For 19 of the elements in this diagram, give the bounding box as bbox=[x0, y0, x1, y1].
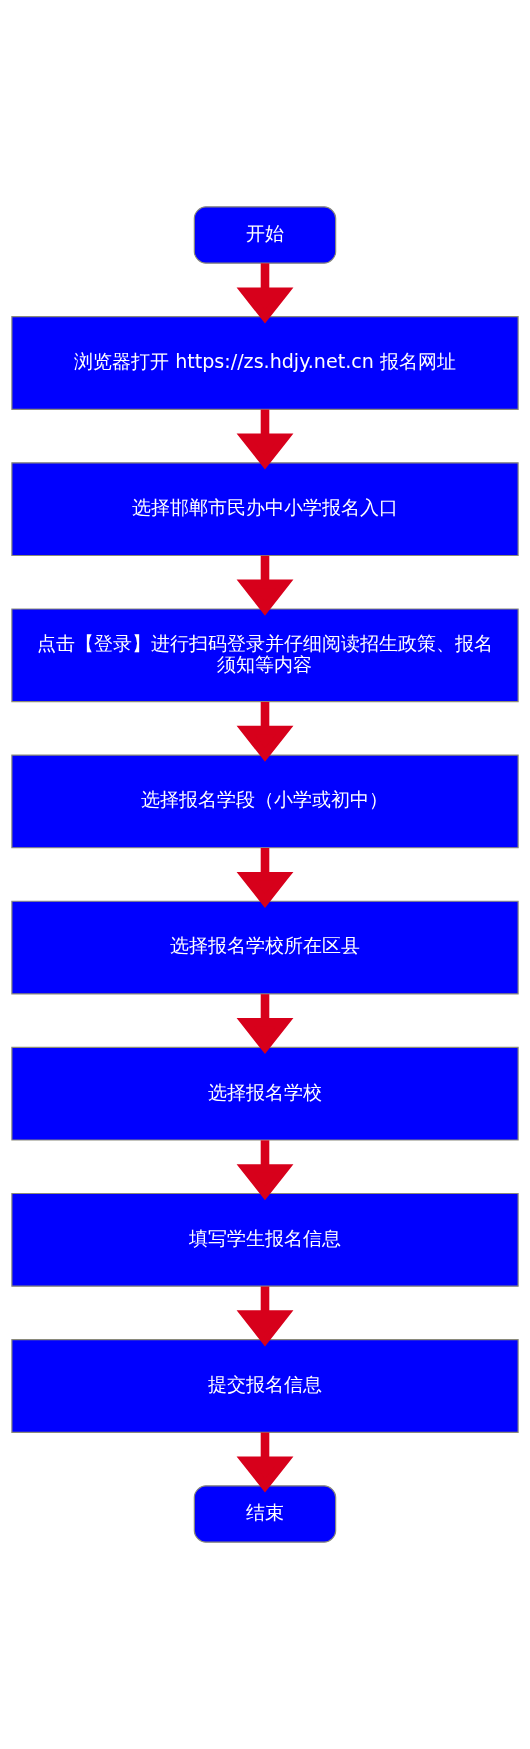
arrow bbox=[236, 994, 294, 1055]
arrow bbox=[236, 1286, 294, 1347]
arrow bbox=[236, 409, 294, 470]
node-box: 开始 bbox=[193, 206, 337, 264]
arrow bbox=[236, 1140, 294, 1201]
arrow bbox=[236, 263, 294, 324]
node-box: 点击【登录】进行扫码登录并仔细阅读招生政策、报名须知等内容 bbox=[11, 608, 519, 703]
arrow bbox=[236, 555, 294, 616]
node-box: 选择邯郸市民办中小学报名入口 bbox=[11, 462, 519, 557]
arrow bbox=[236, 701, 294, 762]
node-box: 浏览器打开 https://zs.hdjy.net.cn 报名网址 bbox=[11, 316, 519, 410]
node-box: 填写学生报名信息 bbox=[11, 1192, 519, 1287]
node-box: 结束 bbox=[193, 1485, 337, 1543]
arrow bbox=[236, 848, 294, 908]
node-box: 选择报名学校 bbox=[11, 1046, 519, 1141]
arrow bbox=[236, 1432, 294, 1493]
node-box: 选择报名学校所在区县 bbox=[11, 900, 519, 995]
node-box: 提交报名信息 bbox=[11, 1339, 519, 1433]
node-box: 选择报名学段（小学或初中） bbox=[11, 754, 519, 849]
